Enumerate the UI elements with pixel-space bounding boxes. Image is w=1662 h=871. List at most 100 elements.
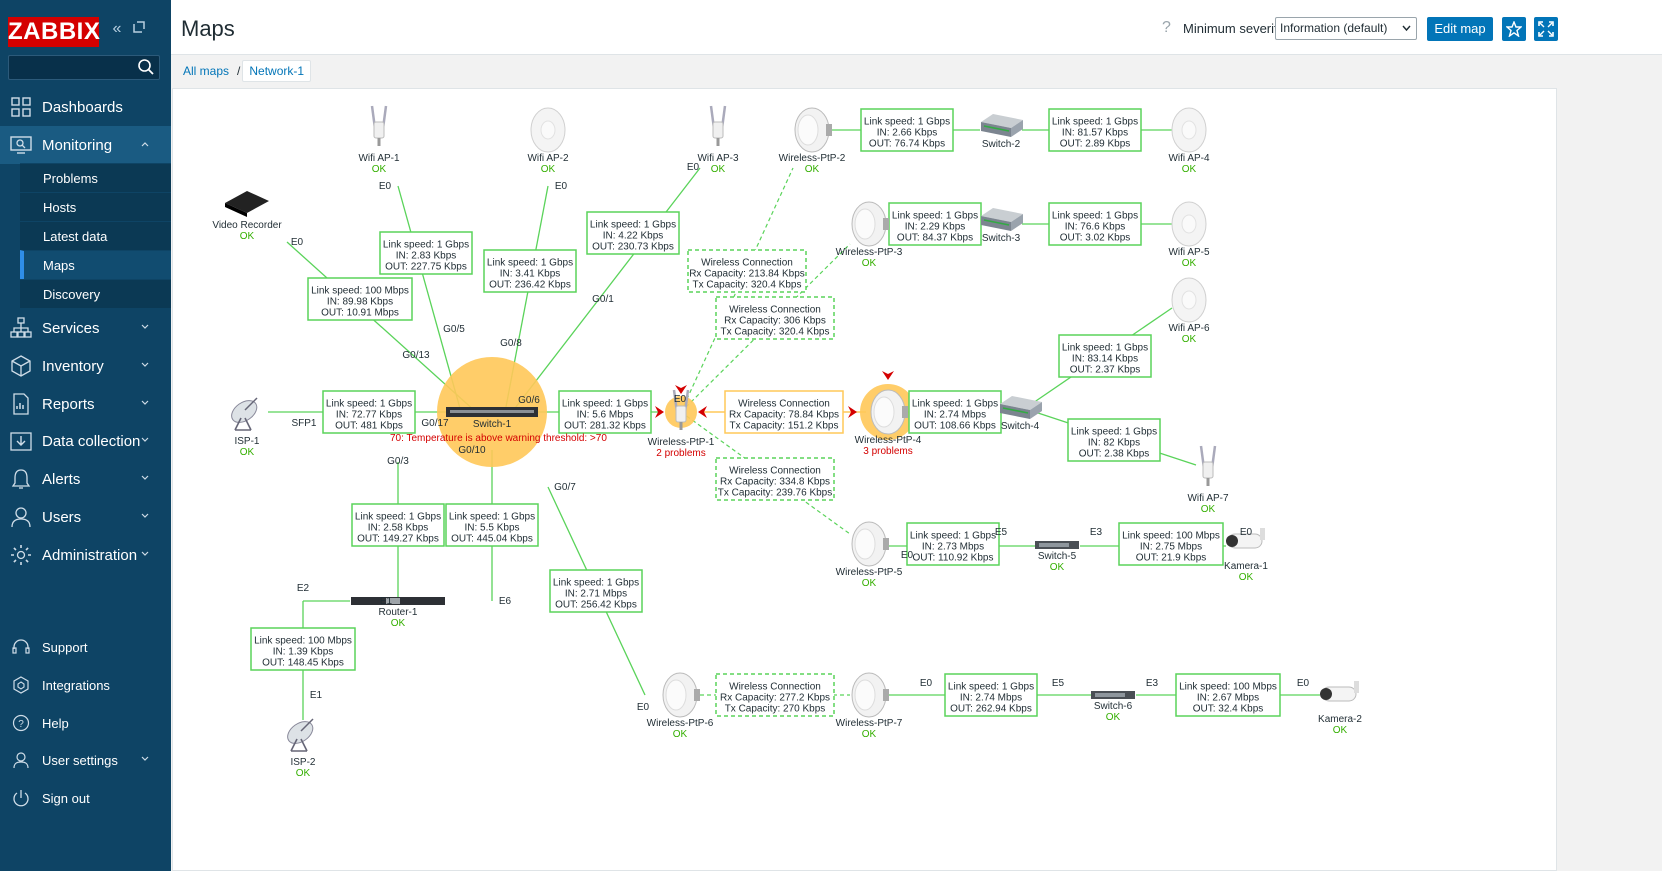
help-button[interactable]: ? xyxy=(1162,19,1171,36)
camera-node[interactable]: Kamera-2OK xyxy=(1318,680,1362,736)
switch-node[interactable]: Switch-1 xyxy=(446,407,538,430)
switch-icon xyxy=(980,113,1024,138)
menu-services[interactable]: Services xyxy=(0,309,171,347)
port-label: E1 xyxy=(310,690,323,701)
submenu-maps[interactable]: Maps xyxy=(20,250,171,279)
node-label: Kamera-2 xyxy=(1318,714,1362,725)
dome-ap-node[interactable]: Wifi AP-6OK xyxy=(1168,277,1210,345)
antenna-node[interactable]: Wifi AP-3OK xyxy=(697,104,739,175)
dish-node[interactable]: Wireless-PtP-6OK xyxy=(647,672,714,740)
dish-node[interactable]: Wireless-PtP-2OK xyxy=(779,107,846,175)
menu-help[interactable]: ? Help xyxy=(0,706,171,740)
menu-inventory[interactable]: Inventory xyxy=(0,347,171,385)
menu-sign-out[interactable]: Sign out xyxy=(0,781,171,815)
dish-node[interactable]: Wireless-PtP-3OK xyxy=(836,201,903,269)
dome-ap-node[interactable]: Wifi AP-2OK xyxy=(527,107,569,175)
menu-users[interactable]: Users xyxy=(0,498,171,536)
zabbix-logo[interactable]: ZABBIX xyxy=(8,17,101,47)
dish-node[interactable]: Wireless-PtP-7OK xyxy=(836,672,903,740)
help-icon: ? xyxy=(12,714,30,732)
antenna-node[interactable]: Wifi AP-7OK xyxy=(1187,444,1229,515)
switch-node[interactable]: Switch-4 xyxy=(999,395,1043,432)
edit-map-button[interactable]: Edit map xyxy=(1427,17,1493,41)
dome-ap-node[interactable]: Wifi AP-5OK xyxy=(1168,201,1210,269)
menu-user-settings[interactable]: User settings xyxy=(0,743,171,777)
menu-monitoring[interactable]: Monitoring xyxy=(0,126,171,164)
link-label-box xyxy=(483,249,577,293)
link-label-text: IN: 4.22 Kbps xyxy=(603,231,664,242)
menu-dashboards[interactable]: Dashboards xyxy=(0,88,171,126)
menu-reports[interactable]: Reports xyxy=(0,385,171,423)
submenu-latest-data[interactable]: Latest data xyxy=(20,221,171,250)
submenu-hosts[interactable]: Hosts xyxy=(20,192,171,221)
favorite-button[interactable] xyxy=(1502,17,1526,41)
switch-node[interactable]: Switch-2 xyxy=(980,113,1024,150)
dome-ap-node[interactable]: Wifi AP-4OK xyxy=(1168,107,1210,175)
port-label: E5 xyxy=(995,527,1008,538)
menu-alerts[interactable]: Alerts xyxy=(0,460,171,498)
satellite-node[interactable]: ISP-1OK xyxy=(226,395,262,458)
antenna-node[interactable]: Wifi AP-1OK xyxy=(358,104,400,175)
breadcrumb-network-1[interactable]: Network-1 xyxy=(242,59,312,82)
search-icon[interactable] xyxy=(137,58,155,76)
min-severity-select[interactable]: Information (default) xyxy=(1275,17,1417,40)
router-node[interactable]: Router-1OK xyxy=(351,597,445,629)
port-label: E5 xyxy=(1052,678,1065,689)
sidebar-search-input[interactable] xyxy=(8,55,160,80)
switch-node[interactable]: Switch-5OK xyxy=(1035,541,1079,573)
menu-integrations[interactable]: Integrations xyxy=(0,668,171,702)
submenu-problems[interactable]: Problems xyxy=(20,163,171,192)
menu-administration[interactable]: Administration xyxy=(0,536,171,574)
dish-node[interactable]: Wireless-PtP-43 problems xyxy=(855,389,922,457)
fullscreen-button[interactable] xyxy=(1534,17,1558,41)
collapse-sidebar-icon[interactable]: « xyxy=(112,20,122,37)
switch-node[interactable]: Switch-3 xyxy=(980,207,1024,244)
router-icon xyxy=(351,597,445,605)
dish-node[interactable]: Wireless-PtP-5OK xyxy=(836,521,903,589)
problem-message: 70: Temperature is above warning thresho… xyxy=(390,433,607,444)
camera-node[interactable]: Kamera-1OK xyxy=(1224,527,1268,583)
hide-sidebar-icon[interactable] xyxy=(129,20,149,39)
submenu-discovery[interactable]: Discovery xyxy=(20,279,171,308)
breadcrumb-all-maps[interactable]: All maps xyxy=(183,63,230,78)
menu-data-collection[interactable]: Data collection xyxy=(0,422,171,460)
node-label: Video Recorder xyxy=(212,220,282,231)
port-label: E0 xyxy=(674,394,687,405)
problem-arrow-icon xyxy=(675,385,687,394)
switch-node[interactable]: Switch-6OK xyxy=(1091,691,1135,723)
satellite-node[interactable]: ISP-2OK xyxy=(282,716,318,779)
link-label-text: Wireless Connection xyxy=(729,466,821,477)
menu-support[interactable]: Support xyxy=(0,630,171,664)
link-label-box xyxy=(1048,202,1142,246)
antenna-node[interactable]: Wireless-PtP-12 problems xyxy=(648,388,715,459)
link-label-box xyxy=(906,522,1000,566)
link-label-text: Link speed: 1 Gbps xyxy=(1071,427,1157,438)
